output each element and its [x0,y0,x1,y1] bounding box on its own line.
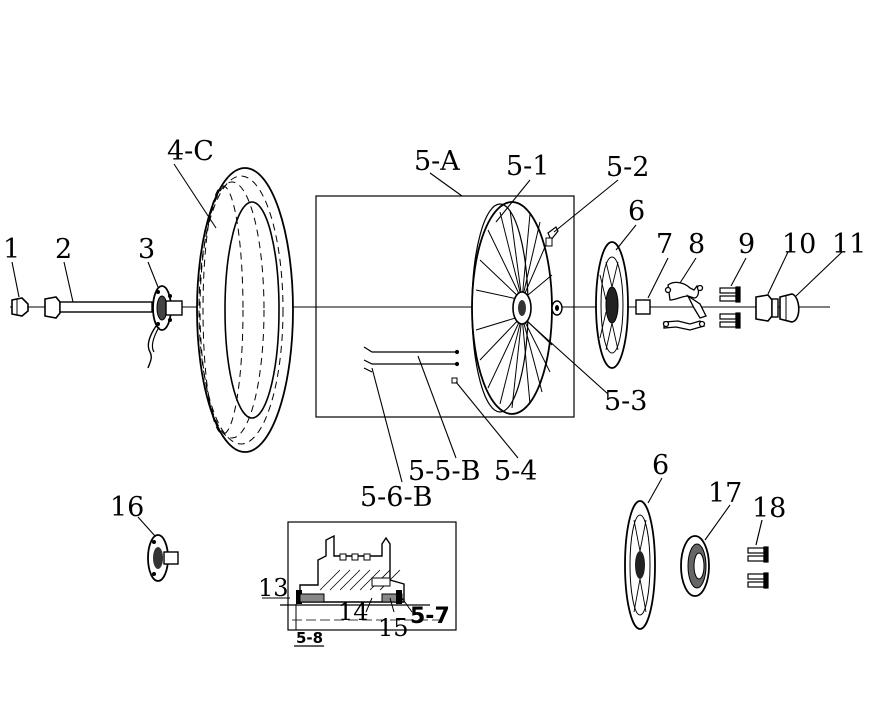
label-part-5a: 5-A [414,146,460,177]
part-3-hub-sensor [147,285,183,369]
label-part-5-4: 5-4 [494,456,537,487]
label-part-6-top: 6 [628,196,645,227]
part-4c-tire [196,167,294,453]
label-part-14: 14 [338,598,369,626]
bearing-detail-section [262,521,457,631]
label-part-1: 1 [3,234,20,265]
label-part-13: 13 [258,574,289,602]
part-10-flange-nut [755,294,779,322]
label-part-5-3: 5-3 [604,386,647,417]
label-part-5-6b: 5-6-B [360,482,432,513]
label-part-18: 18 [752,493,786,524]
part-8-lock-plates [662,281,707,331]
part-18-bolts [747,519,769,589]
part-16-hub [137,516,179,582]
label-part-5-2: 5-2 [606,152,649,183]
hub-cap-small [551,300,563,316]
part-5-1-rim [471,201,553,415]
label-part-7: 7 [656,229,673,260]
assembly-box-5a [315,195,575,418]
label-part-17: 17 [708,478,742,509]
label-part-6-bottom: 6 [652,450,669,481]
label-part-5-7: 5-7 [410,604,450,629]
part-2-axle [44,296,153,319]
label-part-16: 16 [110,492,144,523]
label-part-2: 2 [55,234,72,265]
part-6-brake-disc-top [595,241,629,369]
leader-lines [11,163,843,541]
label-part-8: 8 [688,229,705,260]
label-part-9: 9 [738,229,755,260]
label-part-15: 15 [378,614,409,642]
parts-5-5b-5-6b-spokes [363,346,460,373]
label-part-4c: 4-C [167,136,214,167]
part-9-bolts [719,286,741,329]
part-17-carrier [680,535,710,597]
label-part-5-8: 5-8 [296,629,323,647]
label-part-5-5b: 5-5-B [408,456,480,487]
label-part-10: 10 [782,229,816,260]
label-part-3: 3 [138,234,155,265]
part-1-axle-nut [11,297,29,317]
label-part-5-1: 5-1 [506,151,549,182]
part-6-brake-disc-bottom [624,500,656,630]
part-7-spacer [635,299,651,315]
part-11-cap-nut [779,293,800,323]
part-5-4-nipple [451,377,458,384]
label-part-11: 11 [832,229,866,260]
